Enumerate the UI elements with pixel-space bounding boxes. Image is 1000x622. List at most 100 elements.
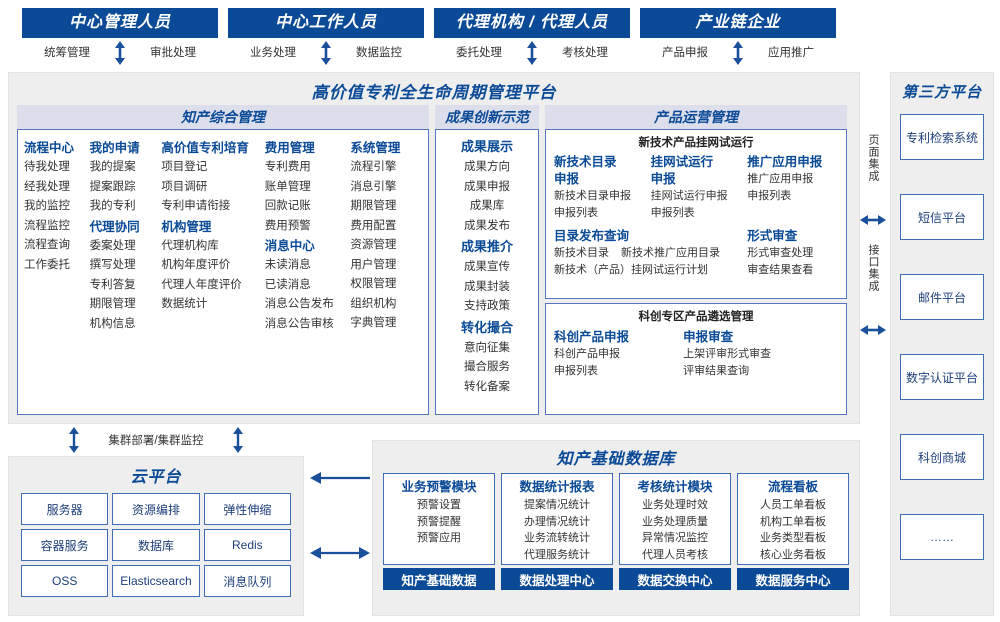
section-a-item-4-2-1[interactable]: 未读消息 — [264, 259, 311, 271]
kdb-item-2-3[interactable]: 业务流转统计 — [524, 532, 590, 544]
section-a-group-head-1-1[interactable]: 流程中心 — [24, 141, 75, 155]
cloud-cell-2[interactable]: 资源编排 — [112, 493, 200, 525]
kdb-item-1-2[interactable]: 预警提醒 — [417, 515, 461, 528]
kdb-head-4[interactable]: 流程看板 — [767, 480, 818, 494]
cloud-cell-1[interactable]: 服务器 — [21, 493, 109, 525]
kdb-foot-1[interactable]: 知产基础数据 — [383, 568, 495, 590]
section-b-item-3-1[interactable]: 意向征集 — [464, 341, 510, 354]
section-a-item-5-1-4[interactable]: 费用配置 — [350, 219, 397, 232]
role-action-right-3[interactable]: 考核处理 — [562, 47, 608, 59]
kdb-head-3[interactable]: 考核统计模块 — [637, 480, 713, 494]
section-a-group-head-5-1[interactable]: 系统管理 — [350, 141, 401, 155]
section-a-item-5-1-3[interactable]: 期限管理 — [350, 200, 397, 212]
kdb-foot-4[interactable]: 数据服务中心 — [737, 568, 849, 590]
section-a-item-1-1-1[interactable]: 待我处理 — [24, 161, 70, 173]
section-a-item-4-2-4[interactable]: 消息公告审核 — [264, 317, 334, 330]
section-b-group-head-2[interactable]: 成果推介 — [460, 239, 513, 254]
section-a-item-1-1-3[interactable]: 我的监控 — [24, 200, 70, 212]
kdb-head-2[interactable]: 数据统计报表 — [519, 480, 595, 494]
panel1-catalog-item-2[interactable]: 新技术推广应用目录 — [621, 247, 720, 259]
third-party-item-6[interactable]: …… — [900, 514, 984, 560]
section-a-item-4-1-4[interactable]: 费用预警 — [264, 219, 311, 232]
third-party-item-2[interactable]: 短信平台 — [900, 194, 984, 240]
panel1-formal-review-item-1[interactable]: 形式审查处理 — [747, 247, 814, 259]
role-action-left-1[interactable]: 统筹管理 — [44, 47, 90, 59]
kdb-item-4-1[interactable]: 人员工单看板 — [760, 499, 826, 511]
section-a-item-2-2-2[interactable]: 撰写处理 — [89, 259, 136, 271]
section-a-item-5-1-9[interactable]: 字典管理 — [350, 317, 397, 329]
panel1-item-3-2[interactable]: 申报列表 — [747, 190, 792, 202]
panel2-item-1-1[interactable]: 科创产品申报 — [554, 348, 620, 360]
role-title-4[interactable]: 产业链企业 — [640, 8, 836, 38]
panel1-item-2-2[interactable]: 申报列表 — [650, 207, 695, 219]
section-a-item-3-2-4[interactable]: 数据统计 — [161, 298, 208, 310]
section-a-group-head-4-2[interactable]: 消息中心 — [264, 239, 315, 253]
section-a-item-2-1-2[interactable]: 提案跟踪 — [89, 180, 136, 193]
role-action-right-2[interactable]: 数据监控 — [356, 47, 402, 59]
section-a-item-4-2-3[interactable]: 消息公告发布 — [264, 298, 334, 310]
panel1-item-1-2[interactable]: 申报列表 — [554, 207, 598, 219]
section-b-item-1-4[interactable]: 成果发布 — [464, 219, 510, 232]
section-a-item-1-1-6[interactable]: 工作委托 — [24, 258, 70, 271]
section-a-item-5-1-8[interactable]: 组织机构 — [350, 297, 397, 310]
section-a-item-5-1-5[interactable]: 资源管理 — [350, 239, 397, 251]
section-a-item-4-1-3[interactable]: 回款记账 — [264, 200, 311, 212]
section-b-item-3-3[interactable]: 转化备案 — [464, 380, 510, 393]
section-a-group-head-2-2[interactable]: 代理协同 — [89, 219, 140, 234]
section-a-group-head-3-2[interactable]: 机构管理 — [161, 219, 212, 234]
section-a-item-2-1-1[interactable]: 我的提案 — [89, 161, 136, 173]
section-a-group-head-4-1[interactable]: 费用管理 — [264, 141, 315, 155]
kdb-item-4-3[interactable]: 业务类型看板 — [760, 532, 826, 544]
section-a-item-5-1-6[interactable]: 用户管理 — [350, 258, 397, 271]
kdb-item-2-1[interactable]: 提案情况统计 — [524, 499, 590, 511]
panel2-item-1-2[interactable]: 申报列表 — [554, 365, 598, 377]
section-a-item-3-2-1[interactable]: 代理机构库 — [161, 239, 219, 252]
panel1-head-1[interactable]: 新技术目录 申报 — [554, 155, 617, 186]
third-party-item-1[interactable]: 专利检索系统 — [900, 114, 984, 160]
panel1-head-2[interactable]: 挂网试运行 申报 — [650, 155, 714, 186]
role-action-left-4[interactable]: 产品申报 — [662, 47, 708, 59]
panel1-catalog-item-1[interactable]: 新技术目录 — [554, 247, 609, 259]
section-b-group-head-3[interactable]: 转化撮合 — [460, 319, 513, 335]
cloud-cell-3[interactable]: 弹性伸缩 — [203, 493, 291, 525]
section-a-item-2-2-4[interactable]: 期限管理 — [89, 298, 136, 310]
panel1-formal-review-head[interactable]: 形式审查 — [747, 229, 798, 243]
third-party-item-3[interactable]: 邮件平台 — [900, 274, 984, 320]
role-action-left-3[interactable]: 委托处理 — [456, 47, 502, 59]
section-a-item-3-1-1[interactable]: 项目登记 — [161, 161, 208, 173]
section-b-item-1-1[interactable]: 成果方向 — [464, 161, 510, 173]
kdb-item-4-2[interactable]: 机构工单看板 — [760, 515, 826, 528]
section-a-item-1-1-4[interactable]: 流程监控 — [24, 219, 70, 232]
role-title-2[interactable]: 中心工作人员 — [228, 8, 424, 38]
section-b-item-3-2[interactable]: 撮合服务 — [464, 361, 510, 373]
section-b-item-1-2[interactable]: 成果申报 — [464, 180, 510, 193]
panel2-head-2[interactable]: 申报审查 — [683, 330, 734, 344]
third-party-item-5[interactable]: 科创商城 — [900, 434, 984, 480]
section-a-item-1-1-5[interactable]: 流程查询 — [24, 239, 70, 251]
section-a-item-2-2-1[interactable]: 委案处理 — [89, 239, 136, 252]
cloud-cell-7[interactable]: OSS — [21, 565, 109, 597]
panel1-item-1-1[interactable]: 新技术目录申报 — [554, 190, 631, 202]
role-action-right-1[interactable]: 审批处理 — [150, 47, 196, 59]
panel1-head-3[interactable]: 推广应用申报 — [747, 155, 823, 169]
kdb-head-1[interactable]: 业务预警模块 — [401, 480, 477, 494]
kdb-item-4-4[interactable]: 核心业务看板 — [760, 548, 826, 561]
panel2-item-2-1[interactable]: 上架评审形式审查 — [683, 348, 772, 360]
role-title-3[interactable]: 代理机构 / 代理人员 — [434, 8, 630, 38]
kdb-item-2-4[interactable]: 代理服务统计 — [524, 548, 590, 561]
section-a-item-5-1-1[interactable]: 流程引擎 — [350, 161, 397, 173]
panel1-item-3-1[interactable]: 推广应用申报 — [747, 173, 814, 185]
cloud-cell-8[interactable]: Elasticsearch — [112, 565, 200, 597]
kdb-item-1-3[interactable]: 预警应用 — [417, 532, 461, 544]
section-a-item-2-1-3[interactable]: 我的专利 — [89, 200, 136, 212]
panel1-catalog-item-3[interactable]: 新技术（产品）挂网试运行计划 — [554, 264, 708, 276]
kdb-foot-2[interactable]: 数据处理中心 — [501, 568, 613, 590]
panel2-item-2-2[interactable]: 评审结果查询 — [683, 365, 750, 377]
section-a-item-4-1-1[interactable]: 专利费用 — [264, 161, 311, 173]
panel1-formal-review-item-2[interactable]: 审查结果查看 — [747, 264, 814, 276]
kdb-item-3-2[interactable]: 业务处理质量 — [642, 515, 708, 528]
kdb-item-3-3[interactable]: 异常情况监控 — [642, 532, 708, 544]
kdb-item-3-1[interactable]: 业务处理时效 — [642, 499, 708, 511]
cloud-cell-6[interactable]: Redis — [203, 529, 291, 561]
section-a-item-5-1-7[interactable]: 权限管理 — [350, 278, 397, 290]
